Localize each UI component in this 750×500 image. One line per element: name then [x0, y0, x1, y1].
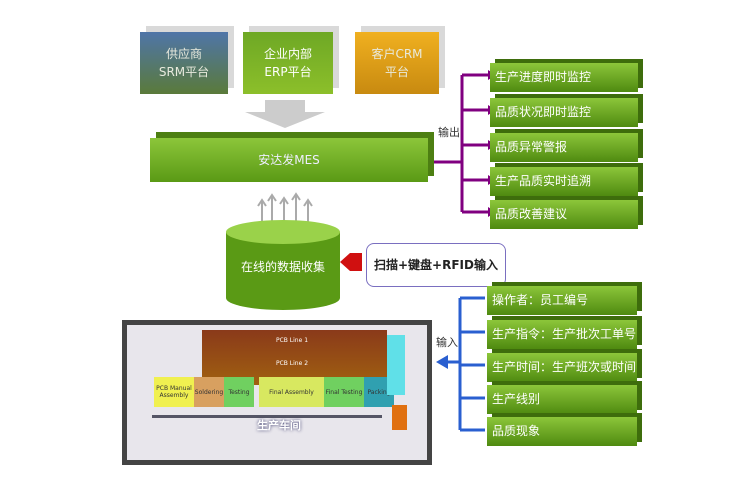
crm-platform-box: 客户CRM 平台	[355, 32, 439, 94]
srm-platform-box: 供应商 SRM平台	[140, 32, 228, 94]
mes-bar: 安达发MES	[150, 138, 428, 182]
output-item: 品质异常警报	[490, 133, 638, 162]
station: Final Assembly	[259, 377, 324, 407]
erp-platform-box: 企业内部 ERP平台	[243, 32, 333, 94]
pcb-line-2: PCB Line 2	[275, 359, 309, 367]
mes-label: 安达发MES	[258, 153, 320, 167]
input-bracket	[446, 296, 485, 432]
input-methods-label: 扫描+键盘+RFID输入	[374, 258, 498, 272]
database-cylinder-icon	[226, 220, 340, 310]
pcb-lines	[202, 330, 387, 385]
srm-line1: 供应商	[165, 47, 202, 61]
output-bracket	[430, 73, 488, 214]
left-arrow-icon	[436, 355, 448, 369]
input-item: 生产时间：生产班次或时间	[487, 353, 637, 382]
floor-title: 生产车间	[257, 419, 301, 432]
input-methods-box: 扫描+键盘+RFID输入	[366, 243, 506, 287]
station: Testing	[224, 377, 254, 407]
input-label: 输入	[436, 336, 458, 349]
output-item: 生产进度即时监控	[490, 63, 638, 92]
output-item: 品质状况即时监控	[490, 98, 638, 127]
input-item: 生产指令：生产批次工单号	[487, 320, 637, 349]
input-item: 品质现象	[487, 417, 637, 446]
erp-line1: 企业内部	[263, 47, 312, 61]
crm-line2: 平台	[384, 65, 409, 79]
crm-line1: 客户CRM	[371, 47, 423, 61]
output-item: 品质改善建议	[490, 200, 638, 229]
conveyor	[152, 415, 382, 418]
station: Final Testing	[324, 377, 364, 407]
output-label: 输出	[438, 126, 460, 139]
pcb-line-1: PCB Line 1	[275, 336, 309, 344]
factory-floor: PCB Line 1 PCB Line 2 PCB Manual Assembl…	[122, 320, 432, 465]
input-item: 操作者：员工编号	[487, 286, 637, 315]
input-item: 生产线别	[487, 385, 637, 414]
side-station	[387, 335, 405, 395]
red-arrow-icon	[340, 253, 362, 271]
station: PCB Manual Assembly	[154, 377, 194, 407]
up-arrows-icon	[257, 192, 313, 230]
srm-line2: SRM平台	[158, 65, 210, 79]
down-arrow-icon	[245, 100, 325, 128]
collector-label: 在线的数据收集	[240, 260, 325, 274]
side-station	[392, 405, 407, 430]
output-item: 生产品质实时追溯	[490, 167, 638, 196]
station: Soldering	[194, 377, 224, 407]
erp-line2: ERP平台	[264, 65, 312, 79]
